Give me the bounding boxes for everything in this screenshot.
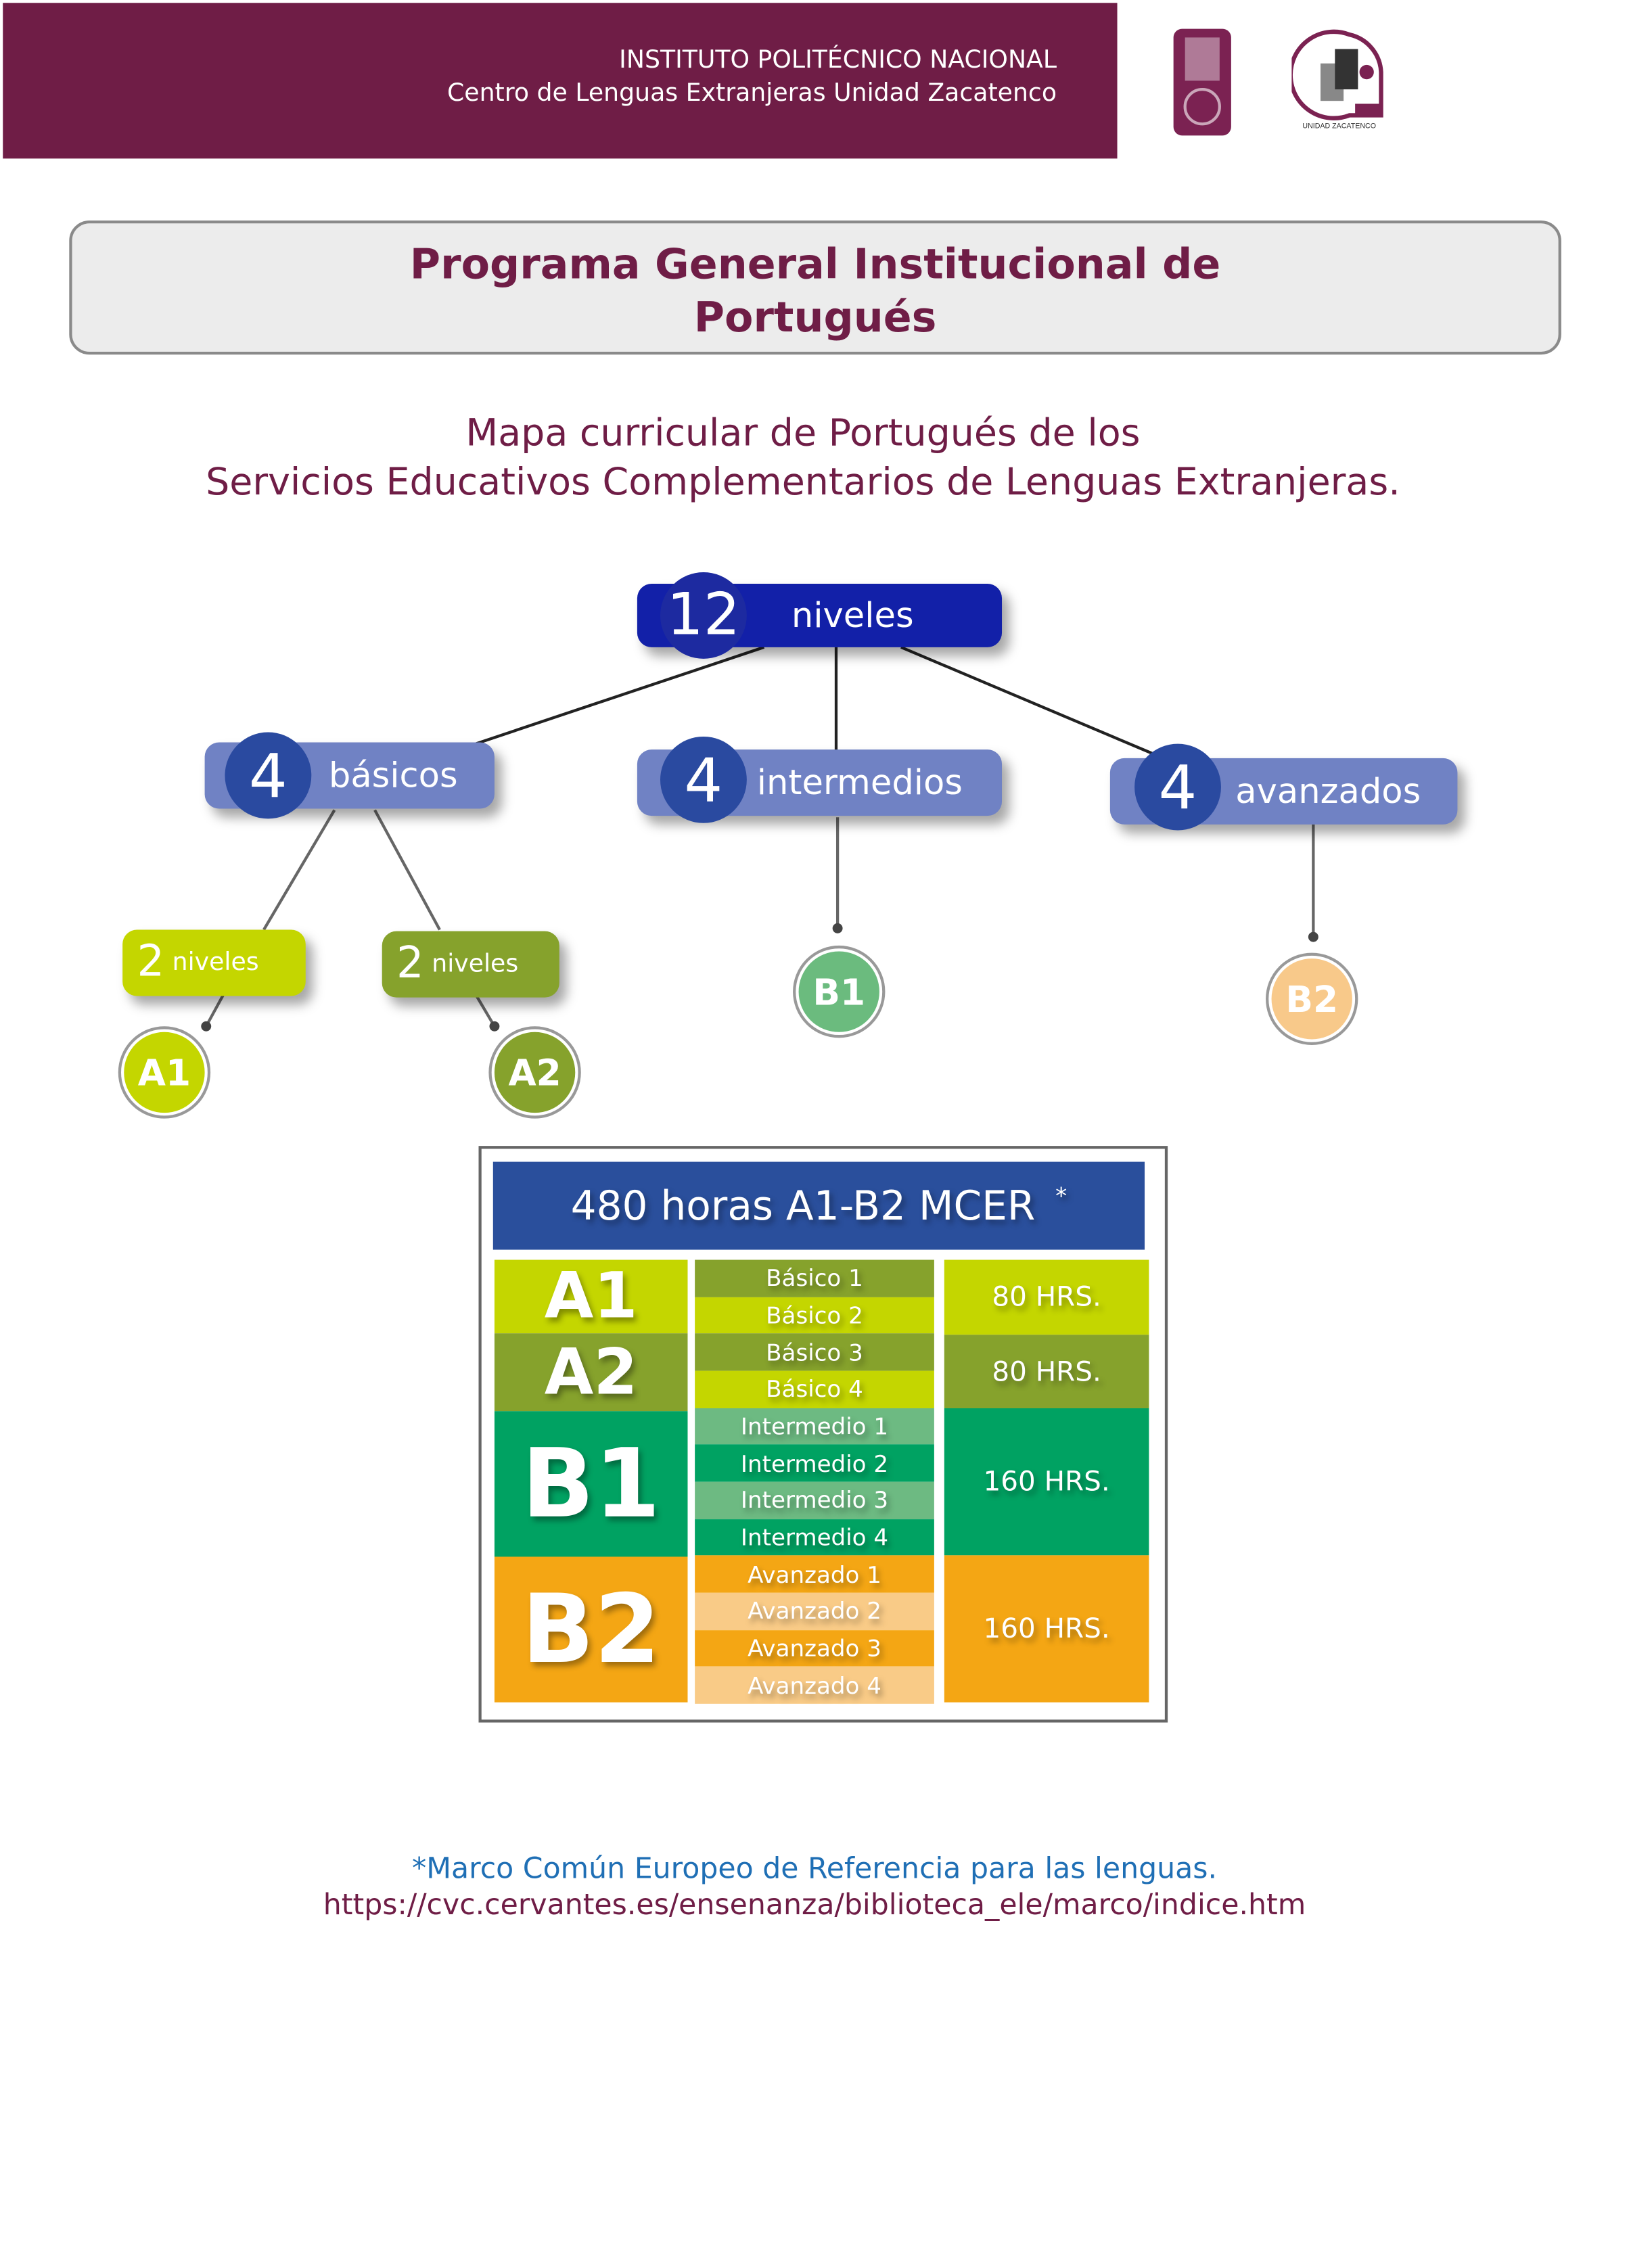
center-name: Centro de Lenguas Extranjeras Unidad Zac… [447, 79, 1057, 108]
level-label: A2 [494, 1032, 576, 1113]
branch-count: 4 [1134, 743, 1221, 831]
branch-count: 4 [225, 732, 312, 819]
root-count: 12 [660, 572, 747, 659]
hours-cell: 160 HRS. [944, 1555, 1149, 1703]
sub-node-a2: 2 niveles [382, 931, 559, 998]
branch-label: intermedios [756, 762, 963, 803]
footer-url[interactable]: https://cvc.cervantes.es/ensenanza/bibli… [323, 1887, 1306, 1922]
course-cell: Avanzado 1 [695, 1556, 934, 1593]
course-cell: Intermedio 1 [695, 1408, 934, 1445]
table-header-text: 480 horas A1-B2 MCER [570, 1182, 1036, 1230]
sub-count: 2 [137, 937, 165, 988]
course-cell: Básico 2 [695, 1297, 934, 1334]
footer-note: *Marco Común Europeo de Referencia para … [411, 1851, 1218, 1886]
level-label: B1 [798, 951, 879, 1032]
sub-label: niveles [432, 950, 519, 979]
level-a1: A1 [118, 1026, 211, 1119]
level-b1: B1 [793, 945, 886, 1038]
hours-cell: 80 HRS. [944, 1335, 1149, 1408]
course-cell: Básico 1 [695, 1259, 934, 1297]
course-cell: Avanzado 4 [695, 1667, 934, 1704]
sub-count: 2 [396, 938, 424, 989]
program-title-line1: Programa General Institucional de [409, 239, 1221, 289]
asterisk: * [1055, 1182, 1068, 1209]
program-title-box: Programa General Institucional de Portug… [69, 221, 1561, 355]
level-cell: A1 [494, 1259, 688, 1334]
course-cell: Intermedio 4 [695, 1519, 934, 1556]
level-label: A1 [124, 1032, 205, 1113]
branch-label: avanzados [1235, 771, 1421, 812]
ipn-logo [1173, 28, 1231, 136]
branch-label: básicos [328, 755, 458, 796]
root-label: niveles [791, 595, 914, 636]
branch-count: 4 [660, 736, 747, 823]
level-a2: A2 [488, 1026, 581, 1119]
subtitle-line2: Servicios Educativos Complementarios de … [206, 461, 1400, 505]
level-label: B2 [1271, 958, 1352, 1040]
course-cell: Avanzado 2 [695, 1592, 934, 1630]
sub-label: niveles [172, 948, 259, 977]
course-cell: Básico 3 [695, 1333, 934, 1371]
sub-node-a1: 2 niveles [122, 929, 306, 996]
subtitle-line1: Mapa curricular de Portugués de los [465, 412, 1141, 456]
header-banner: INSTITUTO POLITÉCNICO NACIONAL Centro de… [3, 3, 1118, 159]
hours-cell: 160 HRS. [944, 1408, 1149, 1556]
course-cell: Avanzado 3 [695, 1629, 934, 1667]
level-cell: A2 [494, 1333, 688, 1412]
svg-text:UNIDAD ZACATENCO: UNIDAD ZACATENCO [1302, 122, 1376, 131]
level-cell: B1 [494, 1411, 688, 1557]
institute-name: INSTITUTO POLITÉCNICO NACIONAL [619, 46, 1057, 75]
program-title-line2: Portugués [693, 292, 937, 342]
tree-connectors [201, 645, 1318, 1032]
course-cell: Básico 4 [695, 1370, 934, 1408]
cle-zacatenco-logo: UNIDAD ZACATENCO [1291, 29, 1383, 131]
level-cell: B2 [494, 1556, 688, 1703]
level-b2: B2 [1266, 952, 1358, 1045]
hours-table [478, 1146, 1168, 1723]
course-cell: Intermedio 2 [695, 1444, 934, 1482]
hours-cell: 80 HRS. [944, 1259, 1149, 1335]
course-cell: Intermedio 3 [695, 1481, 934, 1519]
table-header: 480 horas A1-B2 MCER * [492, 1161, 1145, 1250]
